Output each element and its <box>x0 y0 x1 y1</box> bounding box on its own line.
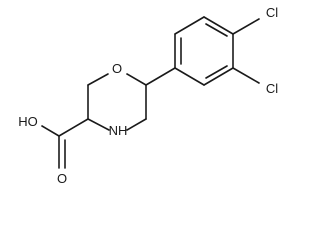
bond-ar-2-3 <box>174 16 205 35</box>
atom-label-hydroxyl: HO <box>18 114 38 129</box>
bond-o-c2 <box>126 73 147 86</box>
bond-ar-double-b <box>205 23 228 37</box>
bond-c6-o <box>87 73 109 86</box>
bond-c3-n <box>126 118 147 131</box>
atom-labels: O NH HO O Cl Cl <box>18 5 278 186</box>
atom-label-chlorine-meta: Cl <box>266 81 278 96</box>
bond-n-c5 <box>87 118 110 131</box>
bond-ar-cl-meta <box>232 67 260 84</box>
bond-ar-5-6 <box>203 67 234 86</box>
atom-label-ring-nitrogen: NH <box>109 123 128 138</box>
atom-label-ring-oxygen: O <box>112 61 122 76</box>
bond-ar-cl-para <box>232 18 260 35</box>
bond-c5-cooh <box>58 118 89 137</box>
bond-ar-3-4 <box>203 16 234 35</box>
atom-label-chlorine-para: Cl <box>266 5 278 20</box>
bond-c-oh <box>41 125 60 137</box>
chemical-structure-diagram: O NH HO O Cl Cl <box>18 5 278 186</box>
bond-ar-6-1 <box>174 67 205 86</box>
atom-label-carbonyl-oxygen: O <box>57 171 67 186</box>
bond-c2-aryl <box>145 67 176 86</box>
bond-ar-double-c <box>205 65 228 79</box>
bonds <box>41 16 260 169</box>
